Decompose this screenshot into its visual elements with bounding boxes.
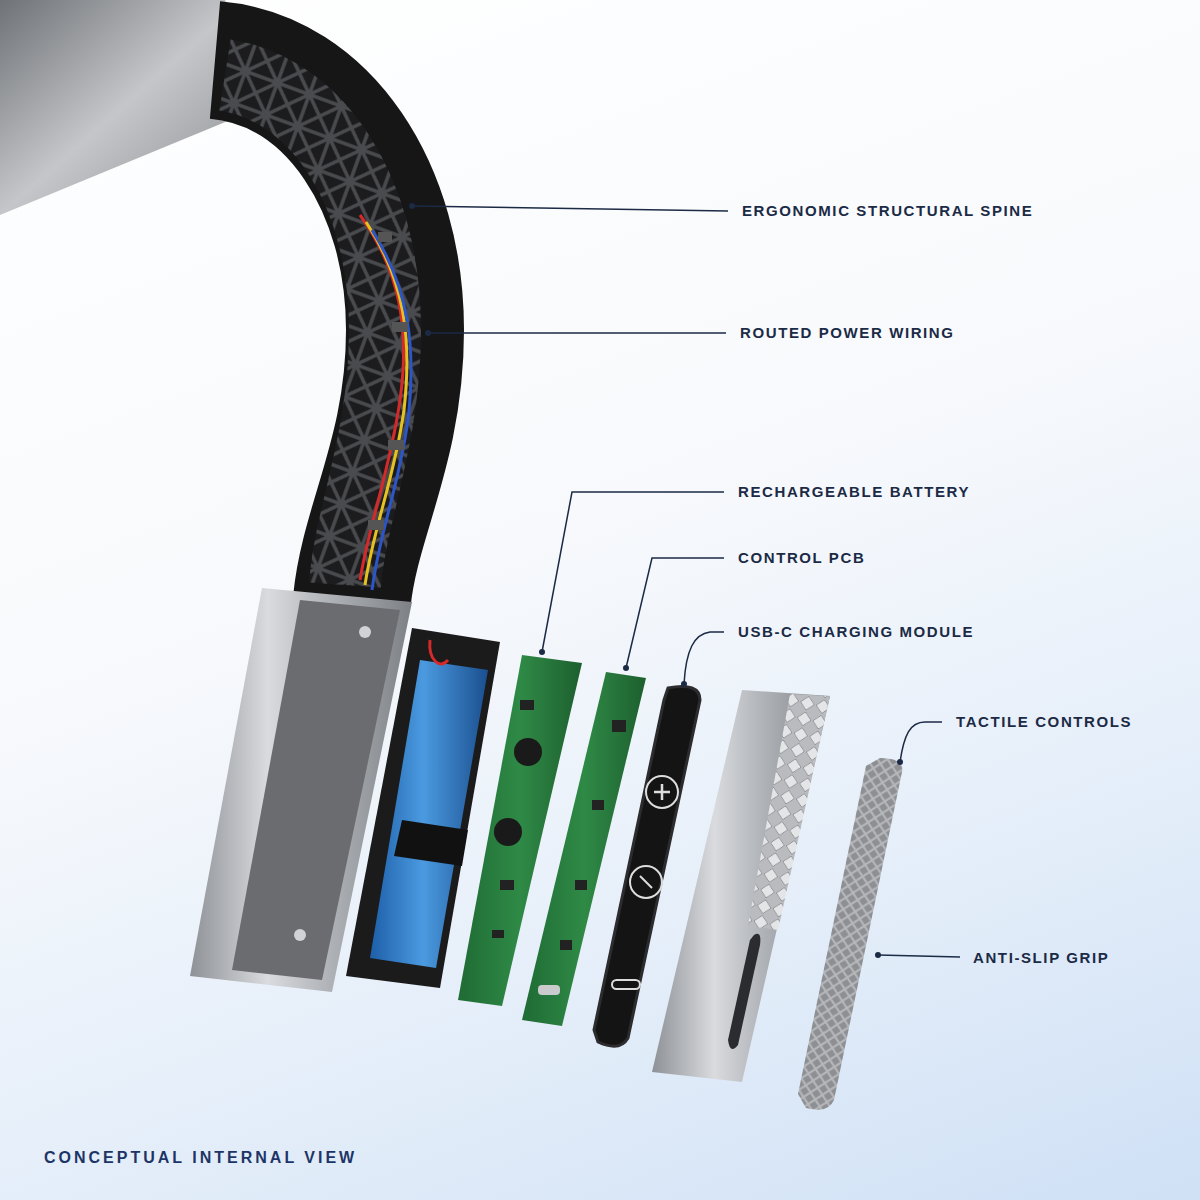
grip-strip — [798, 758, 902, 1110]
wire — [365, 222, 407, 585]
part-label: USB-C CHARGING MODULE — [738, 622, 974, 642]
sleeve-window — [728, 934, 760, 1049]
leader-dots — [409, 203, 903, 958]
dryer-body — [0, 0, 243, 215]
part-label: RECHARGEABLE BATTERY — [738, 482, 970, 502]
handle-shell — [215, 60, 405, 600]
sleeve-texture — [748, 694, 830, 930]
part-label: ERGONOMIC STRUCTURAL SPINE — [742, 201, 1033, 221]
caption: CONCEPTUAL INTERNAL VIEW — [44, 1148, 357, 1168]
part-label: CONTROL PCB — [738, 548, 865, 568]
wire-clips — [368, 232, 408, 530]
part-label: ROUTED POWER WIRING — [740, 323, 955, 343]
part-label: TACTILE CONTROLS — [956, 712, 1132, 732]
part-label: ANTI-SLIP GRIP — [973, 948, 1109, 968]
handle-sleeve — [652, 690, 830, 1082]
structural-spine — [225, 75, 385, 585]
battery-tape — [394, 820, 468, 866]
leader-lines — [412, 206, 960, 957]
wire — [372, 230, 411, 590]
battery-cell — [370, 660, 488, 968]
wire — [360, 215, 404, 580]
